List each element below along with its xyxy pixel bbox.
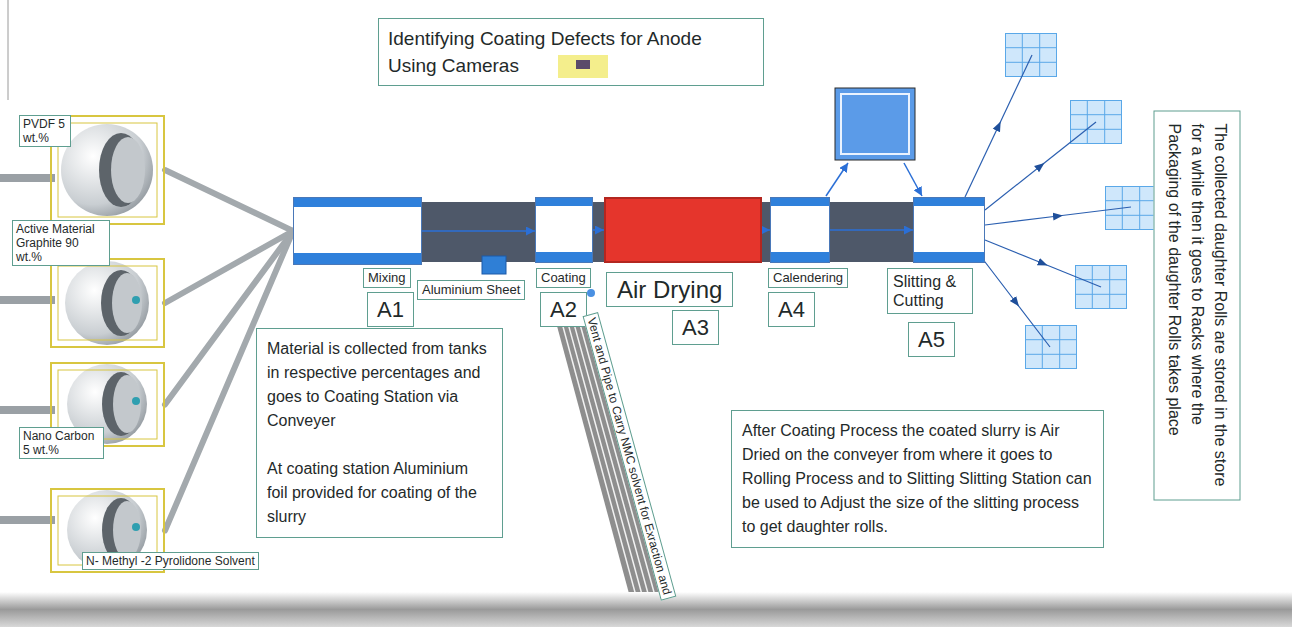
- storage-tank: [111, 137, 145, 203]
- conveyor-arrow: [762, 229, 770, 231]
- inspection-station: [826, 88, 922, 196]
- camera-icon: [576, 60, 590, 69]
- rack-line: [985, 122, 1096, 210]
- drying-zone: Air Drying: [604, 197, 762, 263]
- part-label: Aluminium Sheet: [417, 280, 525, 300]
- supply-pipe: [0, 516, 55, 524]
- vent-pipe: [550, 289, 670, 627]
- pipe-label: Vent and Pipe to Carry NMC solvent for E…: [583, 312, 677, 600]
- storage-tank: [101, 270, 141, 336]
- rack-line: [985, 240, 1101, 287]
- camera-icon: [558, 55, 608, 78]
- rack-line: [985, 207, 1131, 225]
- storage-tank: [113, 501, 141, 559]
- node-label: PVDF 5 wt.%: [19, 115, 71, 147]
- note-text: After Coating Process the coated slurry …: [742, 419, 1093, 539]
- node-label: Air Drying: [606, 272, 733, 307]
- storage-tank: Nano Carbon 5 wt.%: [50, 362, 165, 447]
- note-text: Material is collected from tanks in resp…: [267, 337, 492, 433]
- rack-line: [982, 258, 1050, 347]
- storage-tank: [61, 124, 153, 216]
- rack-line: [965, 55, 1032, 197]
- storage-tank: N- Methyl -2 Pyrolidone Solvent: [50, 488, 165, 573]
- title-text: Identifying Coating Defects for Anode Us…: [388, 25, 754, 79]
- conveyor-arrow: [830, 229, 913, 231]
- border-line: [8, 0, 9, 100]
- supply-pipe: [0, 174, 55, 182]
- conveyor-arrow: [593, 229, 604, 231]
- note-box: Material is collected from tanks in resp…: [256, 328, 503, 538]
- storage-tank: Active Material Graphite 90 wt.%: [50, 258, 165, 348]
- feed-pipe: [165, 231, 293, 303]
- storage-tank: [58, 123, 157, 217]
- aluminium-sheet-icon: [482, 256, 506, 274]
- node-label: Mixing: [363, 268, 411, 288]
- node-label: N- Methyl -2 Pyrolidone Solvent: [82, 552, 259, 570]
- floor-shadow: [0, 592, 1292, 627]
- callout-number: A3: [672, 310, 719, 345]
- vent-pipe: [572, 297, 663, 627]
- inspection-station: [841, 94, 909, 154]
- node-label: Nano Carbon 5 wt.%: [19, 427, 104, 459]
- inspection-station: [835, 88, 915, 160]
- process-station: Coating: [535, 197, 593, 263]
- callout-number: A1: [367, 292, 414, 327]
- storage-tank: [65, 261, 149, 345]
- node-label: Slitting & Cutting: [887, 268, 973, 314]
- storage-rack: [1105, 186, 1157, 230]
- storage-rack: [1025, 325, 1077, 369]
- storage-tank: [113, 375, 141, 433]
- node-label: Calendering: [768, 268, 848, 288]
- storage-tank: [132, 397, 140, 405]
- storage-tank: [58, 266, 157, 340]
- storage-tank: [102, 372, 140, 436]
- storage-tank: [112, 273, 142, 333]
- node-label: Coating: [536, 268, 591, 288]
- supply-pipe: [0, 406, 55, 414]
- rack-line: [965, 55, 1131, 347]
- process-station: Mixing: [293, 197, 422, 265]
- callout-number: A5: [908, 322, 955, 357]
- storage-tank: [132, 296, 140, 304]
- inspection-station: [904, 163, 922, 196]
- callout-number: A2: [540, 292, 587, 327]
- vent-pipe: [567, 298, 657, 627]
- process-station: Calendering: [770, 197, 830, 263]
- note-box: The collected daughter Rolls are stored …: [1154, 110, 1241, 500]
- storage-rack: [1005, 33, 1057, 77]
- title-box: Identifying Coating Defects for Anode Us…: [378, 18, 764, 86]
- callout-number: A4: [768, 292, 815, 327]
- feed-pipe: [165, 170, 293, 231]
- vent-pipe: [587, 289, 595, 297]
- node-label: Active Material Graphite 90 wt.%: [12, 220, 110, 266]
- process-station: Slitting & Cutting: [913, 197, 985, 263]
- note-text: The collected daughter Rolls are stored …: [1163, 123, 1232, 487]
- vent-pipe: [550, 296, 670, 627]
- note-text: At coating station Aluminium foil provid…: [267, 457, 492, 529]
- note-box: After Coating Process the coated slurry …: [731, 410, 1104, 548]
- conveyor-arrow: [422, 230, 535, 232]
- inspection-station: [826, 163, 848, 196]
- camera-icon: [558, 55, 608, 78]
- supply-pipe: [0, 296, 55, 304]
- storage-tank: PVDF 5 wt.%: [50, 115, 165, 225]
- storage-tank: [132, 523, 140, 531]
